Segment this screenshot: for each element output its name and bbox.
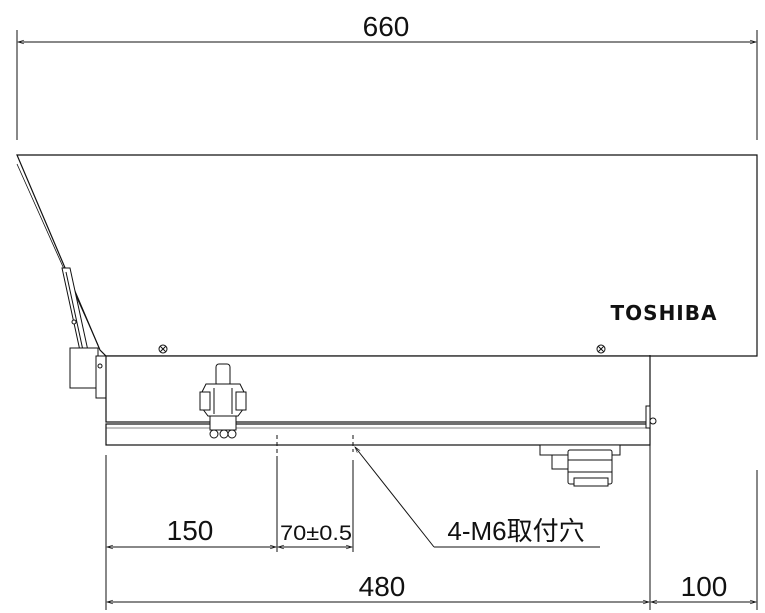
extension-lines-bottom — [105, 355, 758, 610]
callout-label-mounting-holes: 4-M6取付穴 — [447, 516, 584, 546]
dimension-label-base-length: 480 — [359, 571, 406, 602]
base-plate — [105, 423, 651, 446]
front-window-bracket — [61, 267, 109, 399]
dimension-label-total-width: 660 — [363, 11, 410, 42]
camera-body — [105, 355, 651, 423]
dimension-label-rear-overhang: 100 — [681, 571, 728, 602]
dimension-label-hole-spacing: 70±0.5 — [280, 522, 352, 545]
callout-leader — [354, 446, 600, 548]
camera-housing — [16, 154, 758, 357]
latch-clamp — [199, 363, 247, 439]
hood-screw-left — [158, 344, 168, 354]
brand-logo: TOSHIBA — [611, 301, 718, 325]
dimension-total-width — [16, 30, 758, 140]
hood-screw-right — [596, 344, 606, 354]
dimension-label-front-offset: 150 — [167, 515, 214, 546]
rear-bolt — [645, 405, 657, 429]
cable-gland — [539, 444, 621, 487]
